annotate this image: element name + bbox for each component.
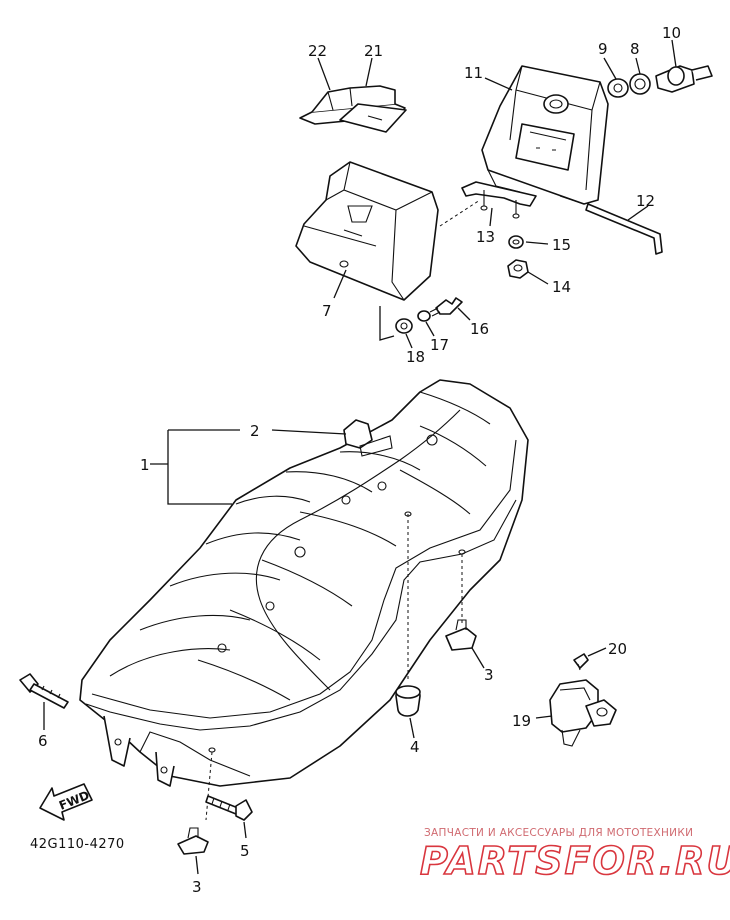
part-19-lock [549, 679, 617, 747]
part-9-washer [607, 78, 629, 98]
callout-21: 21 [364, 42, 383, 60]
callout-16: 16 [470, 320, 489, 338]
callout-11: 11 [464, 64, 483, 82]
callout-19: 19 [512, 712, 531, 730]
part-6-bolt [19, 673, 69, 709]
part-7-rear-cover [295, 161, 439, 301]
callout-14: 14 [552, 278, 571, 296]
callout-17: 17 [430, 336, 449, 354]
leader-10 [671, 39, 677, 68]
fwd-arrow: FWD [39, 783, 93, 821]
catalog-code: 42G110-4270 [30, 837, 125, 852]
callout-15: 15 [552, 236, 571, 254]
leader-15 [525, 241, 549, 245]
callout-3-right: 3 [484, 666, 494, 684]
leader-12 [627, 205, 649, 221]
assembly-line-13-7 [439, 199, 481, 227]
callout-18: 18 [406, 348, 425, 366]
part-8-nut [629, 73, 651, 95]
part-22-strap-bracket [299, 85, 407, 133]
leader-13 [489, 207, 493, 227]
watermark-brand: PARTSFOR.RU [420, 839, 730, 883]
callout-12: 12 [636, 192, 655, 210]
part-14-nut [507, 259, 529, 279]
part-13-bracket [461, 181, 537, 219]
part-10-lock-cylinder [655, 65, 713, 93]
part-1-seat [79, 379, 529, 787]
leader-17 [425, 321, 435, 337]
callout-2: 2 [250, 422, 260, 440]
leader-18 [405, 333, 413, 349]
leader-4 [409, 717, 415, 739]
leader-8 [635, 57, 641, 75]
leader-16 [457, 307, 471, 321]
part-11-storage-box [481, 65, 609, 205]
leader-3-bottom [195, 855, 199, 875]
leader-22 [317, 57, 331, 91]
callout-4: 4 [410, 738, 420, 756]
part-15-nut [508, 235, 524, 249]
leader-1-bracket [167, 430, 232, 505]
part-12-rod [585, 203, 663, 255]
callout-22: 22 [308, 42, 327, 60]
leader-7 [333, 269, 347, 299]
part-18-washer [395, 318, 413, 334]
part-17-washer [417, 310, 431, 322]
part-5-bolt [205, 795, 253, 821]
leader-20 [587, 647, 607, 657]
callout-9: 9 [598, 40, 608, 58]
leader-5 [243, 821, 247, 839]
leader-2-right [271, 429, 347, 435]
callout-20: 20 [608, 640, 627, 658]
part-4-damper [395, 685, 421, 717]
callout-13: 13 [476, 228, 495, 246]
leader-9 [603, 57, 617, 80]
leader-21 [365, 57, 373, 87]
callout-7: 7 [322, 302, 332, 320]
leader-14 [527, 271, 549, 285]
part-20-screw [573, 653, 589, 671]
callout-1: 1 [140, 456, 150, 474]
callout-5: 5 [240, 842, 250, 860]
assembly-line-5 [205, 751, 213, 821]
leader-3-right [471, 647, 485, 669]
part-3-clip-right [445, 619, 477, 651]
callout-3-bottom: 3 [192, 878, 202, 896]
leader-11 [484, 77, 513, 91]
callout-10: 10 [662, 24, 681, 42]
callout-8: 8 [630, 40, 640, 58]
leader-19 [535, 715, 553, 719]
part-3-clip-bottom [177, 827, 209, 855]
watermark-tagline: ЗАПЧАСТИ И АКСЕССУАРЫ ДЛЯ МОТОТЕХНИКИ [424, 827, 693, 839]
leader-7-bracket [379, 306, 395, 341]
callout-6: 6 [38, 732, 48, 750]
part-16-screw [429, 297, 463, 317]
